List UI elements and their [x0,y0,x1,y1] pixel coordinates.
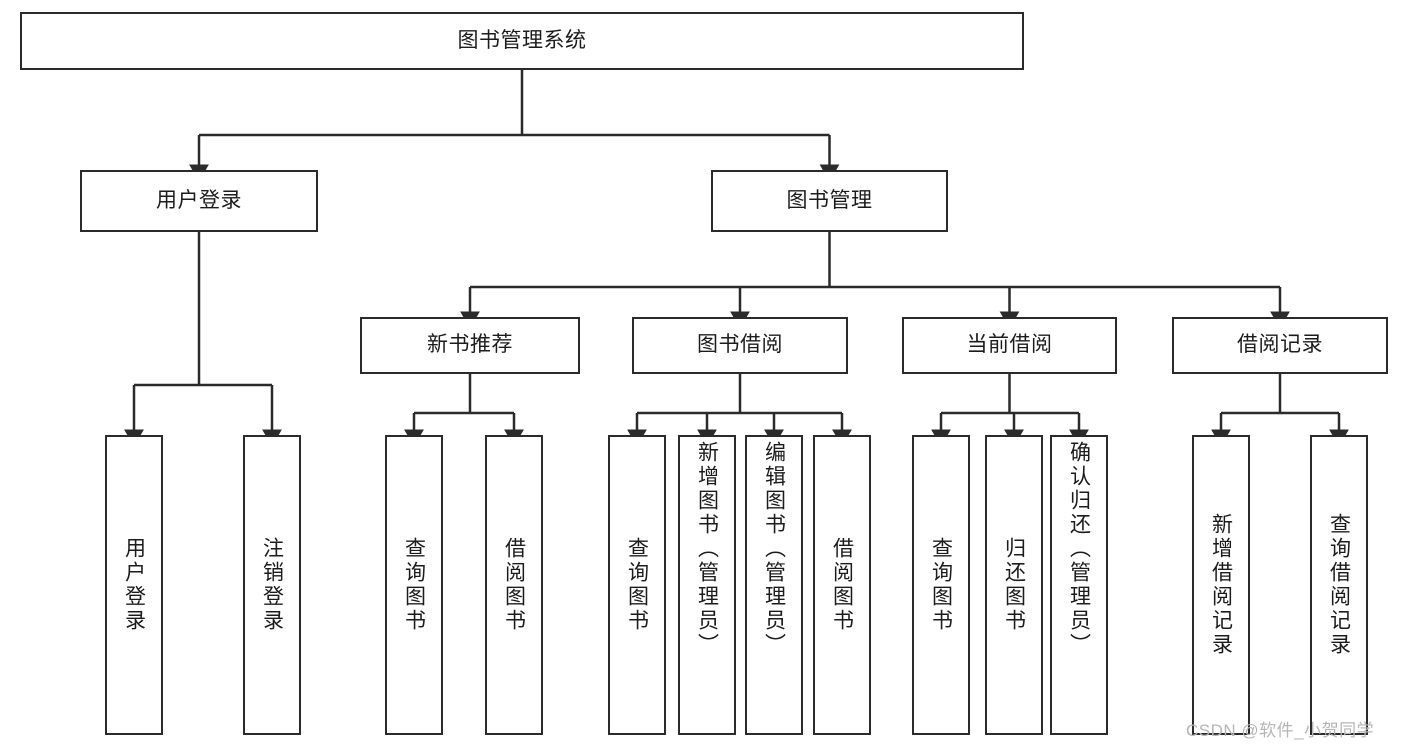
node-label-current-borrow: 当前借阅 [966,333,1053,357]
node-label-leaf-query-book-3: 查询图书 [929,537,953,633]
node-leaf-add-record[interactable]: 新增借阅记录 [1192,435,1250,735]
node-leaf-confirm-return[interactable]: 确认归还（管理员） [1050,435,1108,735]
node-current-borrow[interactable]: 当前借阅 [902,317,1117,374]
node-label-leaf-borrow-book-1: 借阅图书 [502,537,526,633]
node-label-leaf-add-record: 新增借阅记录 [1209,513,1233,657]
node-label-leaf-query-book-1: 查询图书 [402,537,426,633]
node-book-manage[interactable]: 图书管理 [711,170,948,232]
node-label-leaf-confirm-return: 确认归还（管理员） [1067,441,1091,657]
node-label-book-borrow: 图书借阅 [697,333,783,357]
node-label-leaf-borrow-book-2: 借阅图书 [830,537,854,633]
node-leaf-query-book-1[interactable]: 查询图书 [385,435,443,735]
node-new-book-rec[interactable]: 新书推荐 [360,317,580,374]
node-label-new-book-rec: 新书推荐 [427,333,513,357]
node-label-leaf-return-book: 归还图书 [1002,537,1026,633]
node-label-leaf-query-record: 查询借阅记录 [1327,513,1351,657]
node-leaf-logout[interactable]: 注销登录 [243,435,301,735]
node-label-leaf-query-book-2: 查询图书 [625,537,649,633]
node-leaf-add-book[interactable]: 新增图书（管理员） [678,435,736,735]
node-label-book-manage: 图书管理 [786,188,873,212]
node-label-root: 图书管理系统 [457,28,587,52]
node-label-leaf-logout: 注销登录 [260,537,284,633]
node-leaf-query-book-2[interactable]: 查询图书 [608,435,666,735]
node-leaf-edit-book[interactable]: 编辑图书（管理员） [745,435,803,735]
node-label-borrow-record: 借阅记录 [1237,333,1323,357]
node-leaf-return-book[interactable]: 归还图书 [985,435,1043,735]
watermark-label: CSDN @软件_小贺同学 [1186,721,1375,740]
node-user-login[interactable]: 用户登录 [80,170,318,232]
node-book-borrow[interactable]: 图书借阅 [632,317,848,374]
node-leaf-borrow-book-1[interactable]: 借阅图书 [485,435,543,735]
node-label-user-login: 用户登录 [156,188,242,212]
node-root[interactable]: 图书管理系统 [20,12,1024,70]
node-leaf-query-record[interactable]: 查询借阅记录 [1310,435,1368,735]
node-leaf-query-book-3[interactable]: 查询图书 [912,435,970,735]
node-label-leaf-add-book: 新增图书（管理员） [695,441,719,657]
node-leaf-borrow-book-2[interactable]: 借阅图书 [813,435,871,735]
node-label-leaf-user-login: 用户登录 [122,537,146,633]
node-label-leaf-edit-book: 编辑图书（管理员） [762,441,786,657]
node-leaf-user-login[interactable]: 用户登录 [105,435,163,735]
node-borrow-record[interactable]: 借阅记录 [1172,317,1388,374]
connector-lines [124,70,1349,447]
